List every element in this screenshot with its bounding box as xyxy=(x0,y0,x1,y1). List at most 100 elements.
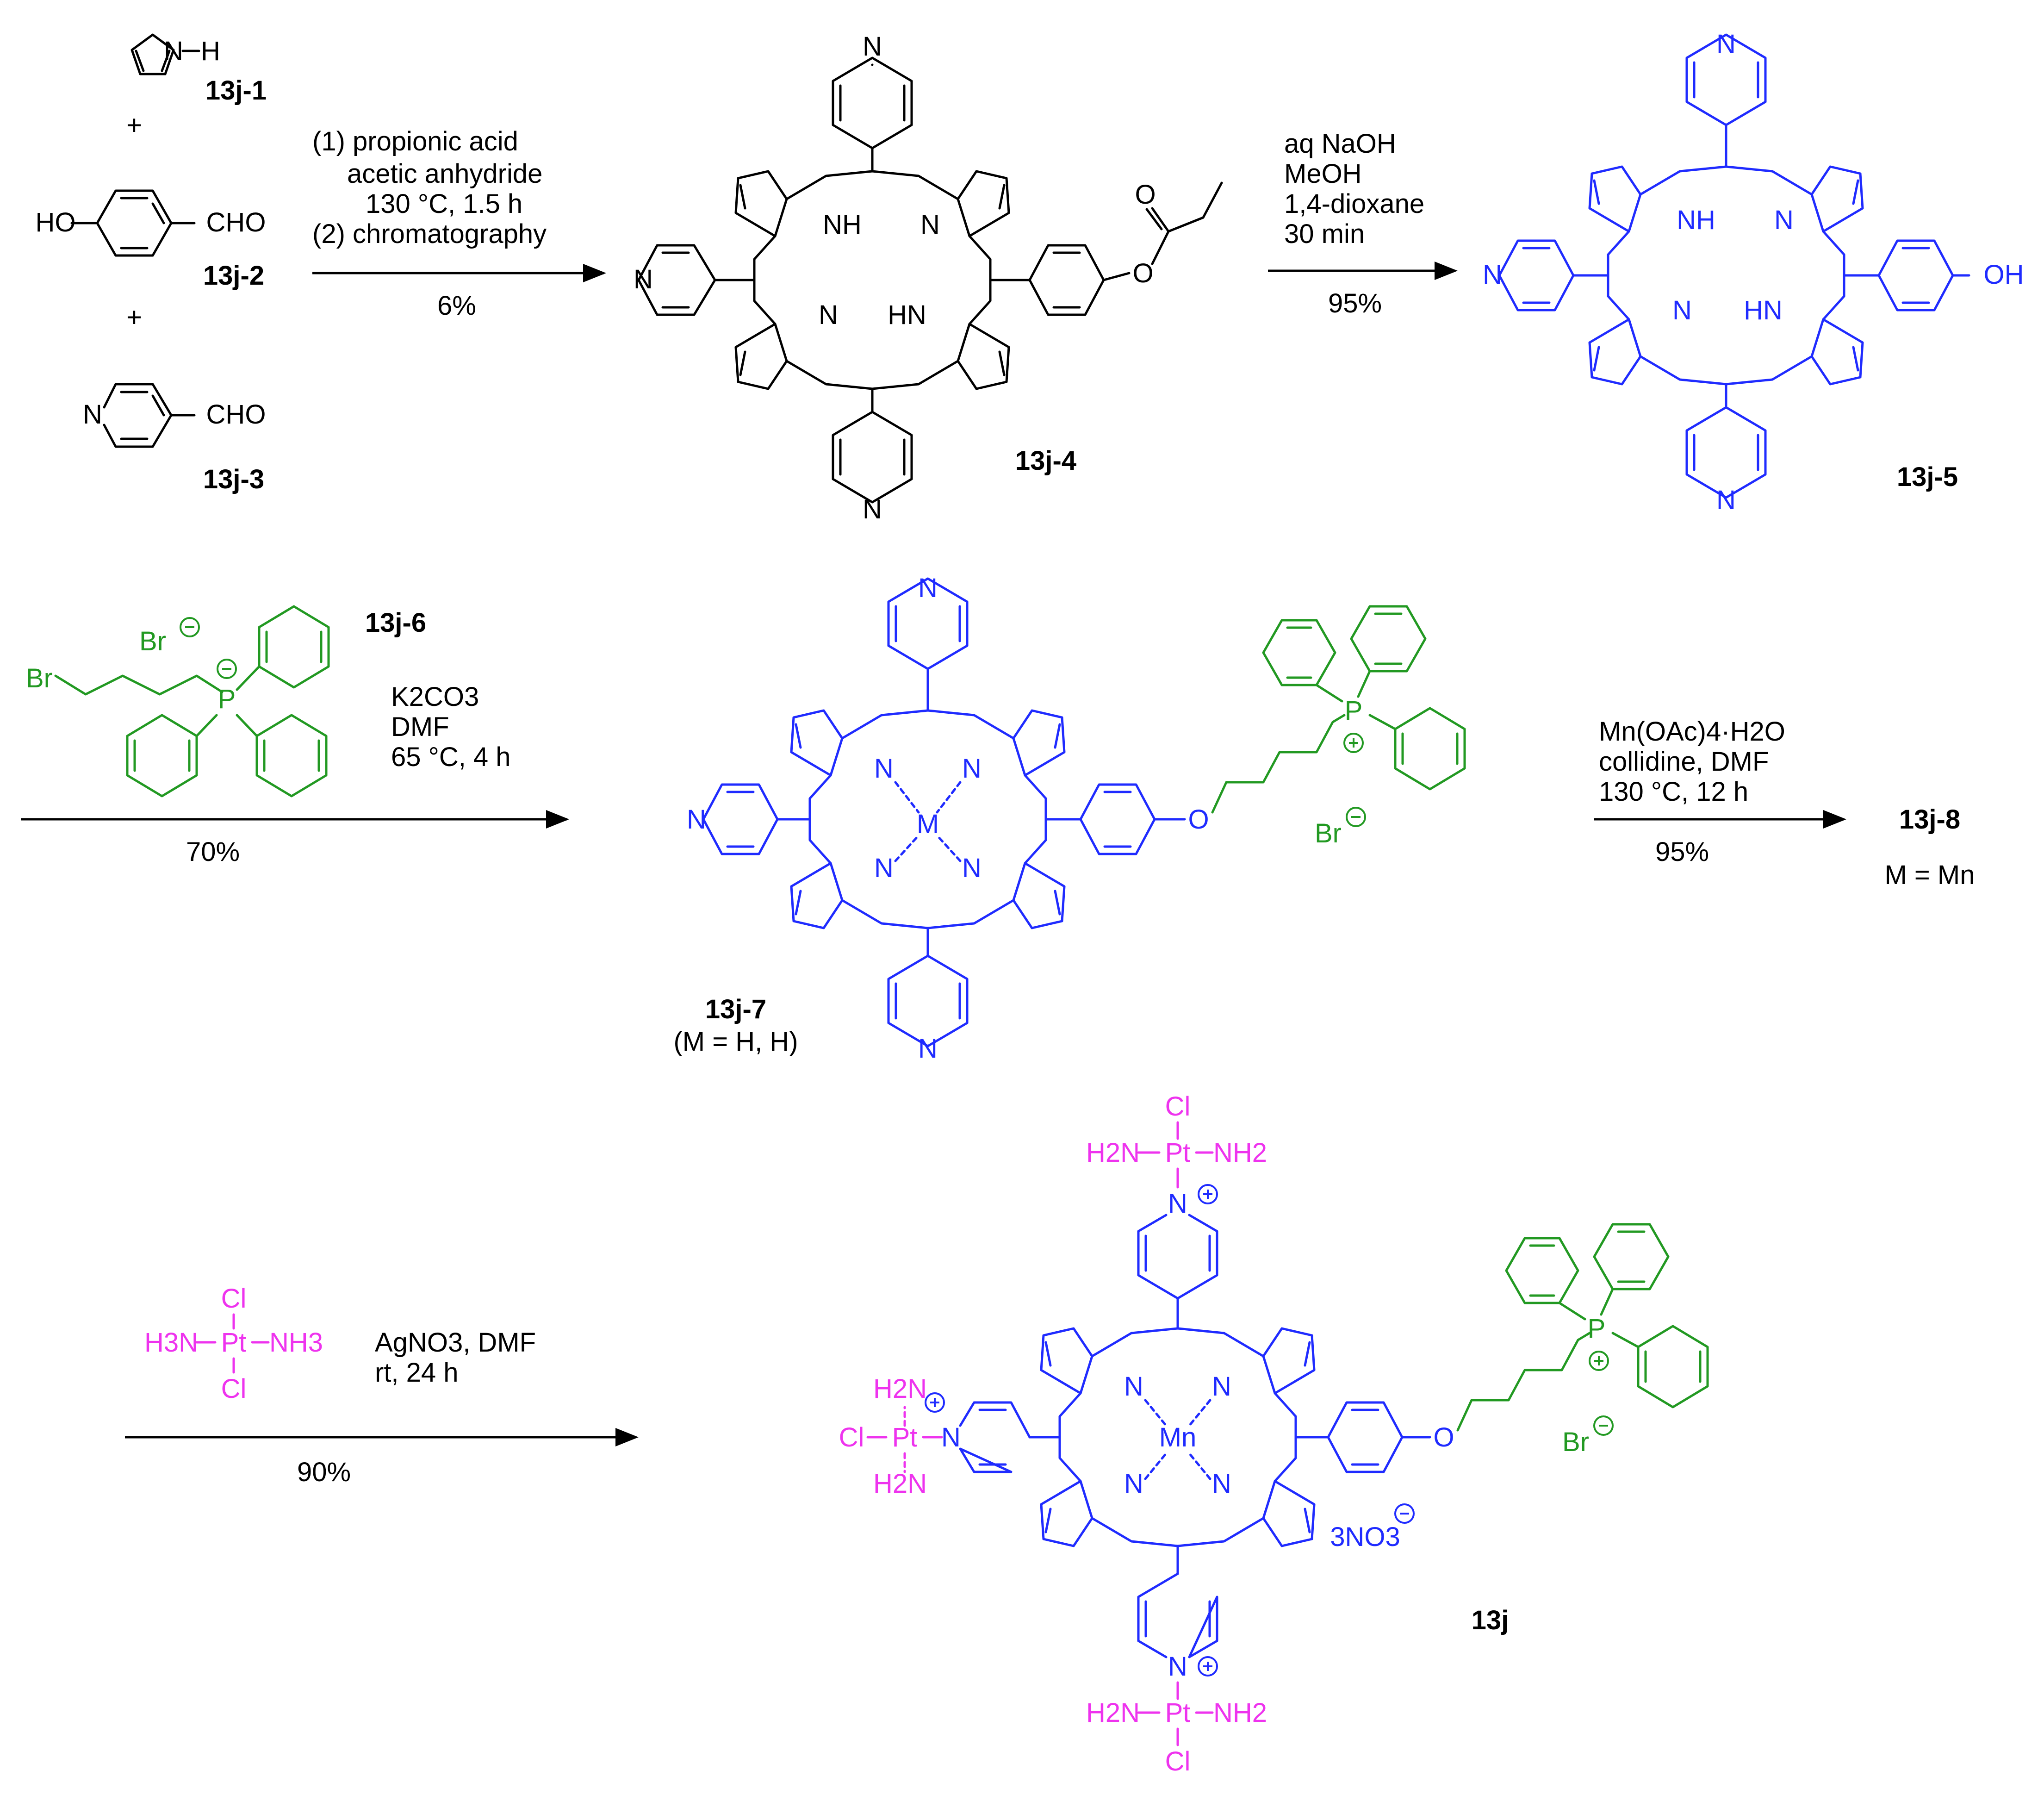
atom-cho: CHO xyxy=(206,399,266,430)
compound-label-13j-6: 13j-6 xyxy=(365,608,426,638)
atom-br: Br xyxy=(1562,1427,1589,1457)
porphyrin-13j-4: N NH N N HN N O O N xyxy=(634,31,1223,524)
atom-n: N xyxy=(918,573,938,603)
atom-cho: CHO xyxy=(206,207,266,237)
atom-cl: Cl xyxy=(1165,1746,1191,1776)
atom-n: N xyxy=(164,36,183,66)
atom-nh2: NH2 xyxy=(1213,1698,1267,1728)
phosphonium-salt-13j-6: Br Br P xyxy=(26,605,330,798)
compound-note-13j-7: (M = H, H) xyxy=(673,1027,798,1057)
atom-n: N xyxy=(1483,260,1502,290)
compound-note-13j-8: M = Mn xyxy=(1885,860,1975,890)
atom-n: N xyxy=(874,853,894,883)
hydroxybenzaldehyde-structure: HO CHO xyxy=(36,189,266,257)
compound-label-13j-4: 13j-4 xyxy=(1015,446,1076,476)
atom-n: N xyxy=(1168,1652,1187,1682)
cisplatin-structure: Cl H3N Pt NH3 Cl xyxy=(144,1284,323,1404)
atom-n: N xyxy=(819,300,838,330)
porphyrin-13j-5: N NH N N HN N OH N xyxy=(1483,29,2024,515)
atom-nh2: NH2 xyxy=(1213,1138,1267,1168)
atom-nh: NH xyxy=(823,210,862,240)
atom-n: N xyxy=(863,31,882,62)
atom-n: N xyxy=(920,210,940,240)
atom-nh3: NH3 xyxy=(269,1328,323,1358)
atom-pt: Pt xyxy=(221,1328,247,1358)
compound-label-13j-3: 13j-3 xyxy=(203,464,264,494)
atom-br: Br xyxy=(1315,818,1342,848)
atom-h2n: H2N xyxy=(1086,1138,1140,1168)
porphyrin-13j: Cl H2N Pt NH2 N N N N N Mn N Pt xyxy=(839,1091,1709,1776)
atom-n: N xyxy=(1716,29,1736,59)
compound-label-13j-2: 13j-2 xyxy=(203,261,264,291)
step2-condition-2: MeOH xyxy=(1284,159,1362,189)
atom-h2n: H2N xyxy=(873,1374,927,1404)
step1-yield: 6% xyxy=(437,291,476,321)
step4-condition-2: collidine, DMF xyxy=(1599,747,1769,777)
step2-condition-4: 30 min xyxy=(1284,219,1365,249)
step5-condition-1: AgNO3, DMF xyxy=(375,1328,536,1358)
atom-pt: Pt xyxy=(1165,1138,1191,1168)
atom-n: N xyxy=(1774,205,1794,235)
plus-sign-2: + xyxy=(126,302,142,332)
step3-condition-1: K2CO3 xyxy=(391,682,479,712)
atom-n: N xyxy=(1212,1371,1231,1402)
compound-label-13j-8: 13j-8 xyxy=(1899,804,1960,835)
step3-yield: 70% xyxy=(186,837,240,867)
atom-n: N xyxy=(1124,1469,1143,1499)
compound-label-13j: 13j xyxy=(1472,1605,1509,1635)
atom-oh: OH xyxy=(1984,260,2024,290)
porphyrin-13j-7: N N N N N M N O P Br xyxy=(687,573,1466,1064)
atom-hn: HN xyxy=(1744,295,1783,325)
atom-n: N xyxy=(634,264,653,294)
atom-n: N xyxy=(687,804,706,835)
atom-br: Br xyxy=(26,663,53,693)
atom-n: N xyxy=(874,754,894,784)
atom-h: H xyxy=(201,36,220,66)
step1-condition-4: (2) chromatography xyxy=(312,219,547,249)
compound-label-13j-7: 13j-7 xyxy=(705,994,766,1024)
step2-yield: 95% xyxy=(1328,288,1382,318)
step3-condition-3: 65 °C, 4 h xyxy=(391,742,511,772)
atom-n: N xyxy=(962,853,982,883)
atom-n: N xyxy=(962,754,982,784)
atom-o: O xyxy=(1132,258,1153,288)
step1-condition-3: 130 °C, 1.5 h xyxy=(366,189,522,219)
pyridinecarboxaldehyde-structure: N CHO xyxy=(83,383,266,448)
atom-m: M xyxy=(917,809,939,839)
step1-condition-1: (1) propionic acid xyxy=(312,126,518,156)
reaction-arrow-4: Mn(OAc)4·H2O collidine, DMF 130 °C, 12 h… xyxy=(1594,717,1846,867)
atom-n: N xyxy=(1716,485,1736,515)
reaction-arrow-1: (1) propionic acid acetic anhydride 130 … xyxy=(312,126,606,321)
atom-mn: Mn xyxy=(1159,1422,1197,1452)
step2-condition-1: aq NaOH xyxy=(1284,129,1396,159)
compound-label-13j-5: 13j-5 xyxy=(1897,462,1958,492)
step5-yield: 90% xyxy=(297,1457,351,1487)
atom-h2n: H2N xyxy=(1086,1698,1140,1728)
atom-pt: Pt xyxy=(1165,1698,1191,1728)
step4-condition-3: 130 °C, 12 h xyxy=(1599,777,1748,807)
atom-cl: Cl xyxy=(839,1422,864,1452)
step4-condition-1: Mn(OAc)4·H2O xyxy=(1599,717,1785,747)
atom-nh: NH xyxy=(1677,205,1715,235)
atom-p: P xyxy=(1588,1314,1606,1344)
step2-condition-3: 1,4-dioxane xyxy=(1284,189,1424,219)
reaction-arrow-3: K2CO3 DMF 65 °C, 4 h 70% xyxy=(21,682,569,867)
step1-condition-2: acetic anhydride xyxy=(347,159,542,189)
atom-cl: Cl xyxy=(221,1284,247,1314)
atom-cl: Cl xyxy=(1165,1091,1191,1122)
atom-n: N xyxy=(1672,295,1692,325)
pyrrole-structure: N H xyxy=(130,33,220,75)
atom-h2n: H2N xyxy=(873,1469,927,1499)
atom-p: P xyxy=(218,684,236,714)
atom-n: N xyxy=(941,1422,961,1452)
atom-hn: HN xyxy=(888,300,926,330)
compound-label-13j-1: 13j-1 xyxy=(205,75,267,106)
atom-n: N xyxy=(918,1034,938,1064)
atom-n: N xyxy=(863,494,882,524)
reaction-arrow-2: aq NaOH MeOH 1,4-dioxane 30 min 95% xyxy=(1268,129,1458,318)
atom-o: O xyxy=(1433,1422,1454,1452)
atom-o: O xyxy=(1188,804,1209,835)
atom-pt: Pt xyxy=(892,1422,918,1452)
step3-condition-2: DMF xyxy=(391,712,449,742)
